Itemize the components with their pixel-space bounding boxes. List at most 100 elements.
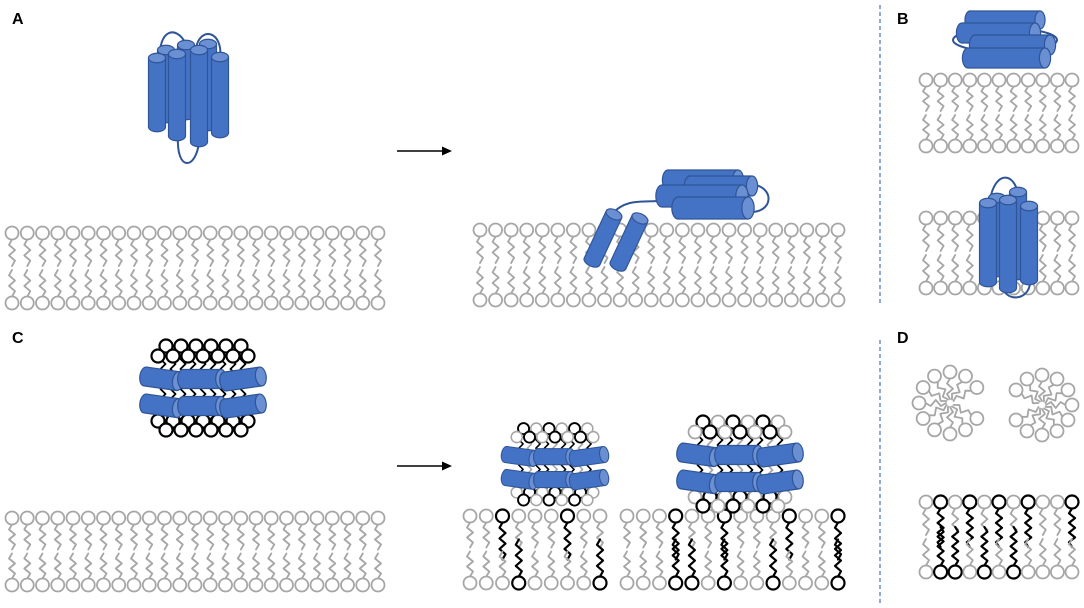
helix-body [999, 200, 1017, 288]
lipid-head [19, 295, 35, 311]
lipid [565, 222, 581, 264]
lipid-tail [343, 523, 352, 551]
lipid-head [918, 494, 934, 510]
lipid-tail [1024, 538, 1033, 567]
lipid [263, 269, 279, 311]
membrane-protein-partially-inserted [583, 169, 770, 272]
lipid-tail [980, 85, 989, 112]
lipid [172, 269, 188, 311]
lipid-tail [206, 552, 215, 580]
lipid-head [1005, 564, 1022, 580]
lipid-tail [817, 521, 826, 549]
lipid-head [706, 222, 721, 238]
lipid-head [932, 564, 949, 580]
lipid-head [1035, 210, 1051, 226]
lipid-tail [922, 507, 930, 536]
helix-cylinder [177, 395, 227, 417]
lipid [991, 72, 1007, 112]
helix-cap [745, 175, 759, 197]
lipid [933, 114, 948, 154]
lipid [1042, 371, 1065, 403]
lipid-head [574, 430, 587, 444]
protein-lipid-complex [139, 338, 267, 438]
lipid [35, 552, 50, 593]
lipid-tail [1068, 254, 1076, 283]
lipid-tail [596, 521, 604, 549]
lipid [659, 222, 675, 264]
lipid-tail [476, 266, 484, 295]
helix-body [183, 369, 221, 389]
lipid-tail [522, 235, 531, 264]
lipid-head [674, 222, 690, 238]
lipid [233, 269, 249, 311]
helix-body [148, 58, 166, 127]
lipid-head [721, 292, 737, 308]
lipid-head [668, 575, 684, 591]
lipid-head [218, 422, 234, 438]
tilted-helix [568, 468, 610, 491]
lipid-tail [252, 552, 260, 580]
lipid-tail [803, 235, 811, 264]
lipid [65, 510, 81, 551]
helix-edge [680, 488, 714, 495]
lipid [947, 72, 963, 112]
lipid-head [962, 72, 978, 88]
panel-label-c: C [12, 330, 24, 347]
lipid [202, 225, 218, 267]
lipid-tail [358, 238, 367, 267]
lipid [947, 525, 963, 580]
helix-row-lower [676, 469, 804, 495]
lipid-tail [579, 550, 588, 578]
lipid-tail [1029, 407, 1042, 427]
lipid-tail [343, 269, 352, 298]
lipid-head [1035, 138, 1051, 154]
helix-row-lower [139, 393, 267, 419]
lipid-tail [951, 114, 960, 141]
lipid-head [233, 225, 249, 241]
lipid [4, 510, 20, 551]
lipid-tail [236, 552, 245, 580]
lipid [947, 114, 963, 154]
lipid [932, 494, 949, 549]
lipid [370, 510, 386, 551]
lipid-head [927, 422, 942, 438]
lipid-head [710, 498, 726, 514]
helix-cylinder [961, 47, 1052, 69]
helix-edge [680, 461, 714, 468]
lipid-tail [114, 552, 123, 580]
lipid [706, 266, 721, 308]
lipid-tail [694, 266, 702, 295]
lipid-head [488, 222, 503, 238]
helix-edge [760, 469, 797, 476]
lipid-tail [38, 523, 47, 551]
lipid-tail [69, 552, 77, 580]
lipid-head [555, 422, 569, 435]
lipid-tail [130, 238, 138, 267]
lipid-head [517, 493, 531, 507]
lipid-tail [69, 523, 77, 551]
lipid [19, 225, 35, 267]
helix-edge [583, 210, 607, 259]
lipid-tail [252, 269, 260, 298]
lipid [263, 552, 279, 593]
helix-cylinder [568, 445, 610, 468]
lipid-tail [221, 523, 230, 551]
lipid-head [218, 225, 233, 241]
lipid-tail [466, 521, 474, 549]
lipid-head [96, 577, 111, 593]
lipid-tail [936, 507, 945, 549]
lipid [952, 404, 985, 426]
lipid-tail [553, 266, 562, 295]
lipid-bilayer-mixed [918, 494, 1080, 580]
helix-edge [504, 484, 533, 490]
lipid [527, 550, 543, 591]
lipid-head [592, 575, 608, 591]
lipid [814, 550, 830, 591]
lipid [560, 550, 575, 591]
lipid [495, 550, 510, 591]
lipid-tail [662, 266, 671, 295]
lipid-head [732, 424, 748, 440]
lipid-head [977, 494, 992, 510]
lipid-bilayer-mixed [462, 508, 608, 591]
